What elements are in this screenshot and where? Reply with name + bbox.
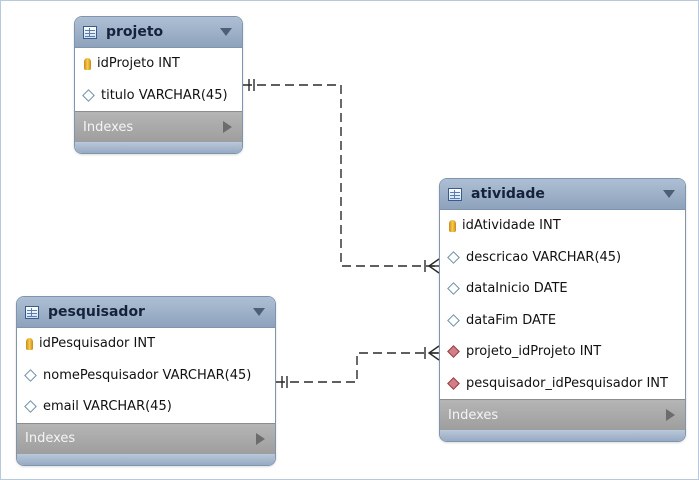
column-row[interactable]: dataInicio DATE [440, 273, 685, 305]
column-row[interactable]: idPesquisador INT [17, 328, 275, 360]
table-icon [448, 187, 462, 201]
collapse-arrow-icon[interactable] [253, 308, 265, 316]
indexes-bar[interactable]: Indexes [17, 422, 275, 454]
primary-key-icon [449, 219, 456, 232]
column-diamond-icon [24, 368, 37, 382]
column-label: idProjeto INT [97, 56, 180, 72]
table-footer [17, 453, 275, 465]
table-header[interactable]: atividade [440, 179, 685, 210]
column-row[interactable]: idAtividade INT [440, 210, 685, 242]
table-footer [440, 430, 685, 441]
column-label: nomePesquisador VARCHAR(45) [43, 367, 252, 383]
column-row[interactable]: projeto_idProjeto INT [440, 336, 685, 368]
table-projeto[interactable]: projeto idProjeto INT titulo VARCHAR(45)… [74, 16, 243, 154]
column-row[interactable]: dataFim DATE [440, 305, 685, 337]
indexes-bar[interactable]: Indexes [75, 111, 242, 142]
expand-arrow-icon[interactable] [256, 432, 265, 445]
column-label: dataFim DATE [466, 312, 557, 328]
indexes-label: Indexes [448, 407, 499, 423]
column-label: titulo VARCHAR(45) [101, 87, 228, 103]
column-diamond-icon [82, 88, 95, 102]
column-diamond-icon [447, 313, 460, 327]
foreign-key-diamond-icon [447, 345, 460, 359]
table-header[interactable]: projeto [75, 17, 242, 48]
column-label: idPesquisador INT [39, 336, 156, 352]
expand-arrow-icon[interactable] [223, 121, 232, 133]
table-title: pesquisador [48, 304, 145, 320]
column-diamond-icon [24, 400, 37, 414]
column-row[interactable]: idProjeto INT [75, 48, 242, 80]
table-title: atividade [471, 186, 545, 202]
table-atividade[interactable]: atividade idAtividade INT descricao VARC… [439, 178, 686, 442]
column-row[interactable]: pesquisador_idPesquisador INT [440, 368, 685, 400]
indexes-label: Indexes [83, 119, 134, 135]
table-pesquisador[interactable]: pesquisador idPesquisador INT nomePesqui… [16, 296, 276, 466]
column-row[interactable]: nomePesquisador VARCHAR(45) [17, 360, 275, 392]
indexes-bar[interactable]: Indexes [440, 399, 685, 430]
column-diamond-icon [447, 282, 460, 296]
table-icon [25, 305, 39, 319]
column-diamond-icon [447, 250, 460, 264]
column-label: idAtividade INT [462, 218, 561, 234]
primary-key-icon [84, 57, 91, 70]
column-row[interactable]: titulo VARCHAR(45) [75, 80, 242, 112]
table-footer [75, 142, 242, 153]
relationship-pesquisador-atividade[interactable] [276, 352, 439, 383]
column-label: dataInicio DATE [466, 281, 568, 297]
foreign-key-diamond-icon [447, 376, 460, 390]
collapse-arrow-icon[interactable] [663, 190, 675, 198]
primary-key-icon [26, 337, 33, 350]
column-label: email VARCHAR(45) [43, 399, 172, 415]
collapse-arrow-icon[interactable] [220, 28, 232, 36]
column-label: projeto_idProjeto INT [466, 344, 602, 360]
column-label: descricao VARCHAR(45) [466, 249, 622, 265]
expand-arrow-icon[interactable] [666, 409, 675, 421]
column-row[interactable]: descricao VARCHAR(45) [440, 242, 685, 274]
column-label: pesquisador_idPesquisador INT [466, 375, 668, 391]
table-header[interactable]: pesquisador [17, 297, 275, 328]
relationship-projeto-atividade[interactable] [243, 84, 439, 267]
column-row[interactable]: email VARCHAR(45) [17, 391, 275, 423]
table-icon [83, 25, 97, 39]
table-title: projeto [106, 24, 164, 40]
indexes-label: Indexes [25, 431, 76, 446]
